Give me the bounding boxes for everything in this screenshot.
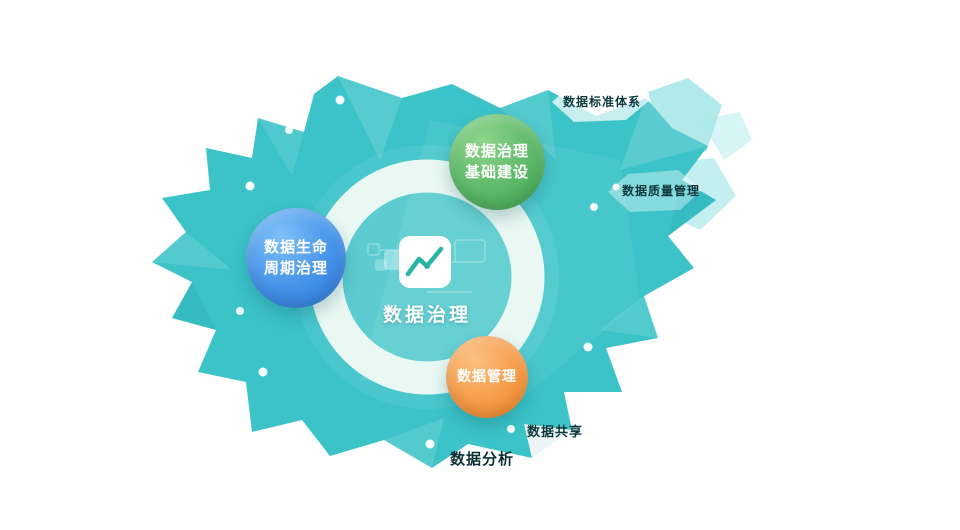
node-data-management-line1: 数据管理 <box>457 368 517 385</box>
label-data-quality: 数据质量管理 <box>622 184 701 198</box>
label-data-standard: 数据标准体系 <box>563 95 642 109</box>
node-governance-foundation-line1: 数据治理 <box>464 143 529 160</box>
node-data-lifecycle: 数据生命 周期治理 <box>246 208 346 308</box>
label-data-sharing: 数据共享 <box>527 424 584 439</box>
node-data-lifecycle-line2: 周期治理 <box>263 260 328 277</box>
label-hexagons <box>552 80 702 212</box>
label-data-analysis: 数据分析 <box>450 451 515 468</box>
node-governance-foundation: 数据治理 基础建设 <box>449 114 545 210</box>
node-data-lifecycle-line1: 数据生命 <box>263 239 328 256</box>
node-governance-foundation-line2: 基础建设 <box>464 164 529 181</box>
decor-dots <box>236 95 620 449</box>
line-chart-icon <box>399 236 451 288</box>
center-title: 数据治理 <box>382 305 471 326</box>
node-data-management: 数据管理 <box>446 336 528 418</box>
circuit-texture <box>367 239 486 293</box>
